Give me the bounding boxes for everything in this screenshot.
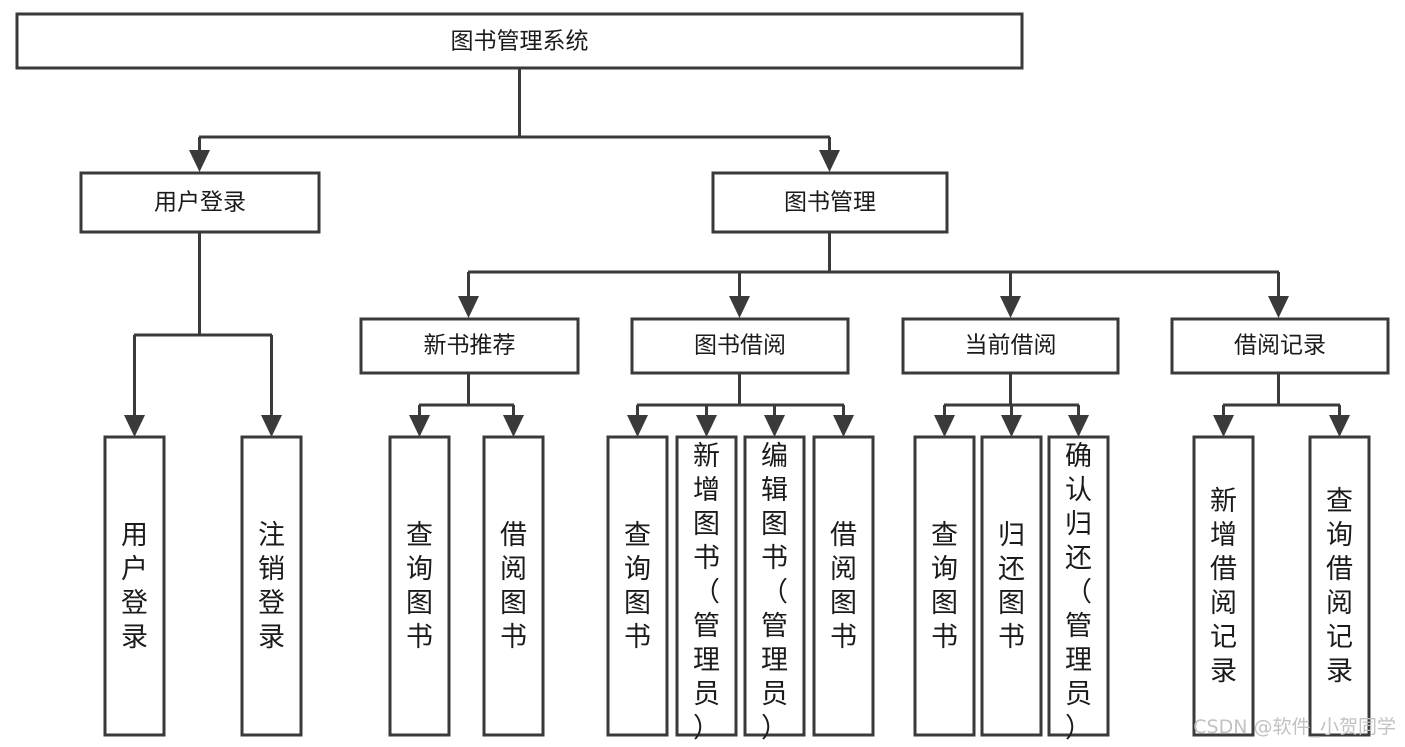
arrow-userlogin-to-leaf2 <box>261 415 282 437</box>
leaf-br-query[interactable]: 查询借阅记录 <box>1308 435 1371 737</box>
leaf-bb-borrow-box[interactable] <box>812 435 875 737</box>
node-user-login-label: 用户登录 <box>154 190 246 216</box>
node-root-box[interactable] <box>15 12 1024 70</box>
leaf-bb-add[interactable]: 新增图书（管理员） <box>675 435 738 744</box>
leaf-cb-query-box[interactable] <box>913 435 976 737</box>
leaf-nbr-borrow-label: 借阅图书 <box>500 520 527 653</box>
node-book-manage-label: 图书管理 <box>784 190 876 216</box>
node-new-book-rec[interactable]: 新书推荐 <box>359 317 580 375</box>
leaf-nbr-query-label: 查询图书 <box>406 520 433 653</box>
arrow-currentborrow-to-return <box>1001 415 1022 437</box>
node-current-borrow[interactable]: 当前借阅 <box>901 317 1120 375</box>
leaf-user-login-box[interactable] <box>103 435 166 737</box>
edge-layer <box>124 68 1350 437</box>
leaf-cb-confirm-label: 确认归还（管理员） <box>1065 441 1092 744</box>
arrow-root-to-book-manage <box>819 150 840 172</box>
leaf-nbr-query[interactable]: 查询图书 <box>388 435 451 737</box>
node-layer: 图书管理系统 用户登录 图书管理 新书推荐 图书借阅 <box>15 12 1390 744</box>
arrow-borrowrecord-to-add <box>1213 415 1234 437</box>
leaf-bb-query[interactable]: 查询图书 <box>606 435 669 737</box>
leaf-nbr-query-box[interactable] <box>388 435 451 737</box>
node-user-login[interactable]: 用户登录 <box>79 171 321 234</box>
leaf-br-query-box[interactable] <box>1308 435 1371 737</box>
node-borrow-record-label: 借阅记录 <box>1234 333 1326 359</box>
leaf-cb-return[interactable]: 归还图书 <box>980 435 1043 737</box>
arrow-bookborrow-to-query <box>627 415 648 437</box>
leaf-nbr-borrow-box[interactable] <box>482 435 545 737</box>
arrow-bookmanage-to-borrowrecord <box>1268 296 1289 318</box>
node-root-label: 图书管理系统 <box>451 29 589 55</box>
arrow-bookmanage-to-currentborrow <box>1000 296 1021 318</box>
arrow-userlogin-to-leaf1 <box>124 415 145 437</box>
leaf-cb-confirm[interactable]: 确认归还（管理员） <box>1047 435 1110 744</box>
node-current-borrow-box[interactable] <box>901 317 1120 375</box>
leaf-cb-query-label: 查询图书 <box>931 520 958 653</box>
node-book-manage-box[interactable] <box>711 171 949 234</box>
arrow-bookborrow-to-borrow <box>833 415 854 437</box>
arrow-newbook-to-borrow <box>503 415 524 437</box>
leaf-user-logout-label: 注销登录 <box>258 520 285 653</box>
node-book-borrow[interactable]: 图书借阅 <box>630 317 850 375</box>
leaf-cb-confirm-box[interactable] <box>1047 435 1110 737</box>
arrow-currentborrow-to-confirm <box>1068 415 1089 437</box>
leaf-nbr-borrow[interactable]: 借阅图书 <box>482 435 545 737</box>
node-root[interactable]: 图书管理系统 <box>15 12 1024 70</box>
node-user-login-box[interactable] <box>79 171 321 234</box>
node-new-book-rec-label: 新书推荐 <box>424 333 516 359</box>
leaf-user-login-label: 用户登录 <box>121 520 148 653</box>
leaf-user-login[interactable]: 用户登录 <box>103 435 166 737</box>
leaf-br-add[interactable]: 新增借阅记录 <box>1192 435 1255 737</box>
arrow-bookborrow-to-edit <box>764 415 785 437</box>
leaf-bb-edit-label: 编辑图书（管理员） <box>761 441 788 744</box>
node-book-borrow-box[interactable] <box>630 317 850 375</box>
leaf-br-add-box[interactable] <box>1192 435 1255 737</box>
node-book-borrow-label: 图书借阅 <box>694 333 786 359</box>
arrow-bookmanage-to-newbook <box>458 296 479 318</box>
arrow-newbook-to-query <box>409 415 430 437</box>
leaf-bb-query-box[interactable] <box>606 435 669 737</box>
node-new-book-rec-box[interactable] <box>359 317 580 375</box>
arrow-bookmanage-to-bookborrow <box>729 296 750 318</box>
node-borrow-record[interactable]: 借阅记录 <box>1170 317 1390 375</box>
leaf-bb-query-label: 查询图书 <box>624 520 651 653</box>
leaf-br-query-label: 查询借阅记录 <box>1326 486 1353 687</box>
arrow-currentborrow-to-query <box>934 415 955 437</box>
arrow-bookborrow-to-add <box>696 415 717 437</box>
leaf-user-logout-box[interactable] <box>240 435 303 737</box>
leaf-bb-edit-box[interactable] <box>743 435 806 737</box>
leaf-bb-borrow-label: 借阅图书 <box>830 520 857 653</box>
leaf-bb-add-box[interactable] <box>675 435 738 737</box>
leaf-bb-edit[interactable]: 编辑图书（管理员） <box>743 435 806 744</box>
csdn-watermark: CSDN @软件_小贺同学 <box>1193 716 1396 738</box>
leaf-br-add-label: 新增借阅记录 <box>1210 486 1237 687</box>
leaf-bb-add-label: 新增图书（管理员） <box>693 441 720 744</box>
node-borrow-record-box[interactable] <box>1170 317 1390 375</box>
leaf-cb-return-label: 归还图书 <box>998 520 1025 653</box>
node-current-borrow-label: 当前借阅 <box>965 333 1057 359</box>
node-book-manage[interactable]: 图书管理 <box>711 171 949 234</box>
leaf-cb-return-box[interactable] <box>980 435 1043 737</box>
arrow-borrowrecord-to-query <box>1329 415 1350 437</box>
leaf-cb-query[interactable]: 查询图书 <box>913 435 976 737</box>
leaf-bb-borrow[interactable]: 借阅图书 <box>812 435 875 737</box>
leaf-user-logout[interactable]: 注销登录 <box>240 435 303 737</box>
arrow-root-to-user-login <box>189 150 210 172</box>
